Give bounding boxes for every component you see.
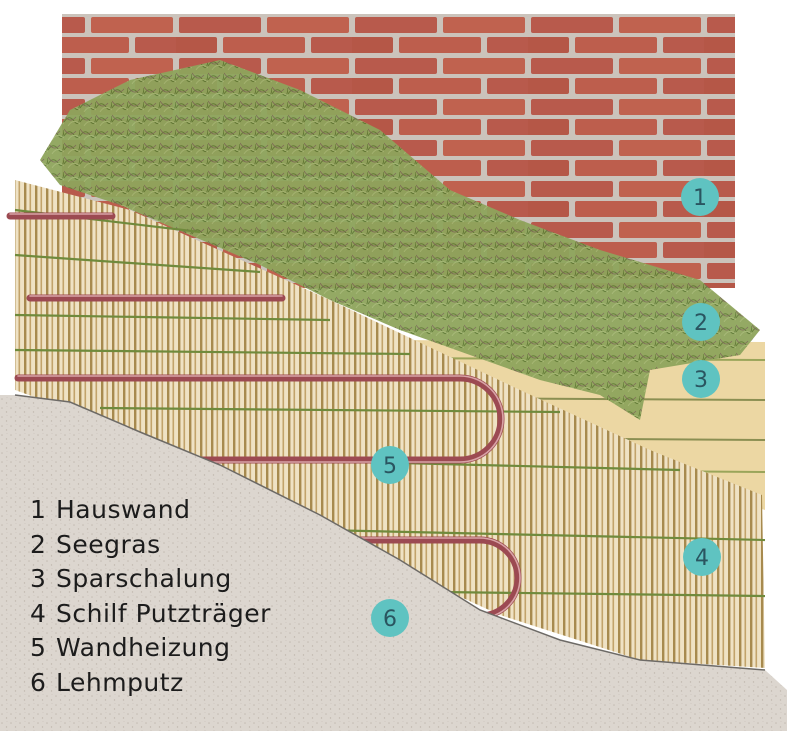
svg-text:1: 1 xyxy=(693,186,707,211)
clay-plaster xyxy=(0,395,787,731)
svg-text:5: 5 xyxy=(383,454,397,479)
svg-text:3: 3 xyxy=(694,368,708,393)
marker-schilf-putztraeger: 4 xyxy=(683,538,721,576)
heating-pipes xyxy=(6,212,522,620)
svg-text:4: 4 xyxy=(695,546,709,571)
marker-sparschalung: 3 xyxy=(682,360,720,398)
reed-mat xyxy=(15,180,765,668)
clay-plaster-edge xyxy=(14,394,766,671)
svg-text:6: 6 xyxy=(383,607,397,632)
marker-wandheizung: 5 xyxy=(371,446,409,484)
seagrass-layer xyxy=(40,60,760,420)
marker-lehmputz: 6 xyxy=(371,599,409,637)
marker-hauswand: 1 xyxy=(681,178,719,216)
reed-tie-wires xyxy=(14,208,766,598)
svg-text:2: 2 xyxy=(694,311,708,336)
marker-seegras: 2 xyxy=(682,303,720,341)
